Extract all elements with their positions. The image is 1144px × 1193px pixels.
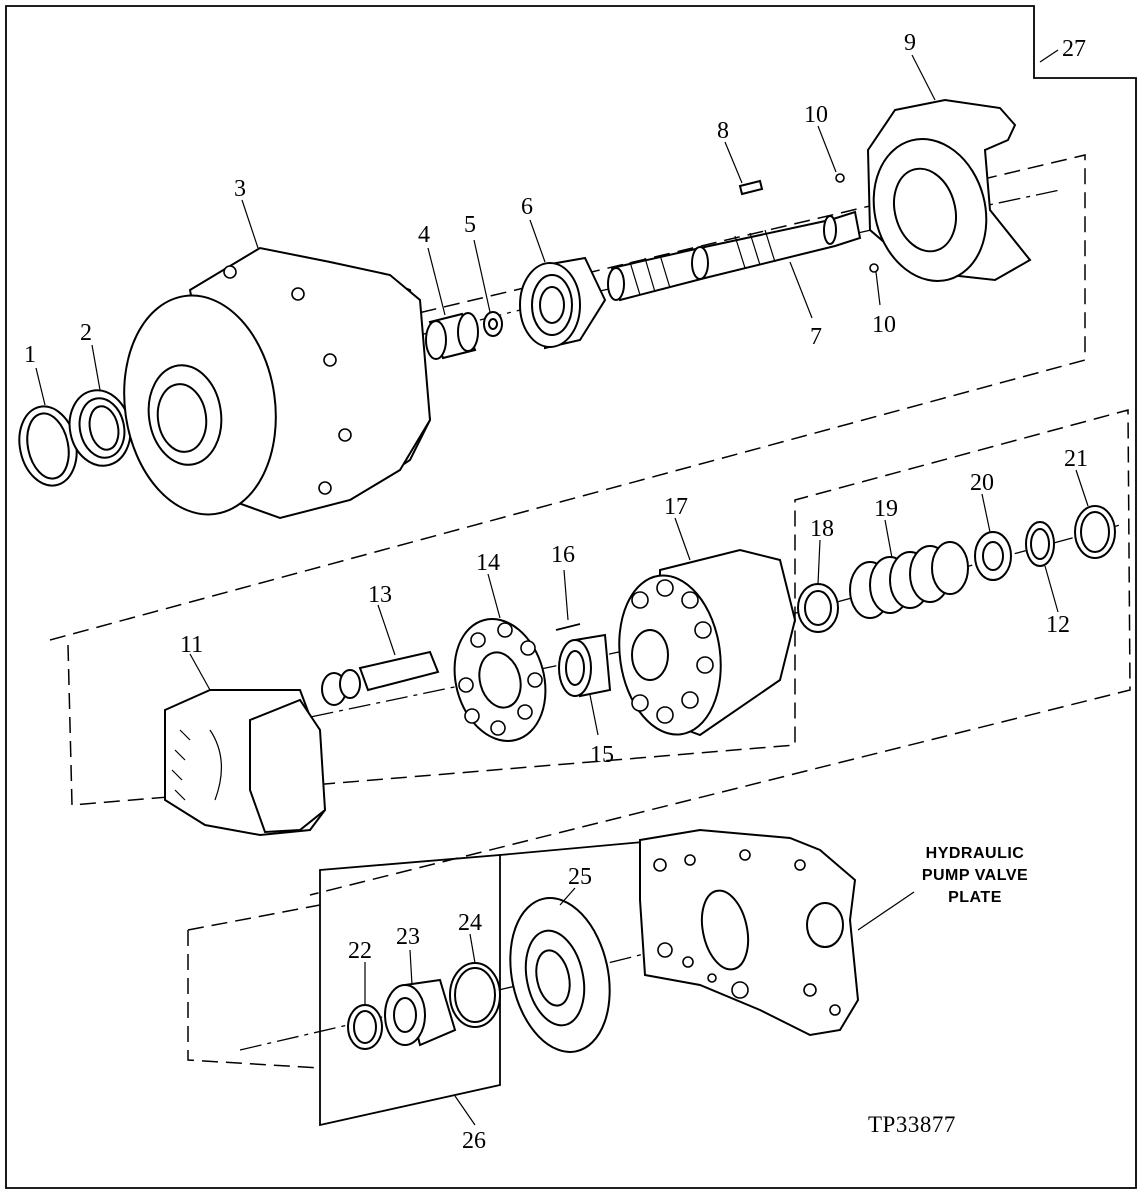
part-13-rod (321, 650, 440, 706)
part-14-retainer-plate (453, 618, 547, 742)
label-18: 18 (810, 516, 834, 542)
callout-line-3: PLATE (948, 889, 1002, 906)
label-12: 12 (1046, 612, 1070, 638)
outer-frame (5, 5, 1137, 1189)
hydraulic-pump-valve-plate (639, 828, 860, 1037)
part-15-ball-guide (558, 633, 612, 698)
part-4-bushing (425, 312, 479, 360)
leader-lines (35, 54, 1089, 1126)
label-1: 1 (24, 342, 36, 368)
group-b-dashed-box (67, 409, 1131, 896)
part-25-valve-plate (509, 897, 611, 1053)
part-9-swash-plate (866, 98, 1032, 282)
valve-plate-callout: HYDRAULIC PUMP VALVE PLATE (922, 845, 1028, 906)
label-24: 24 (458, 910, 482, 936)
label-4: 4 (418, 222, 430, 248)
part-17-cylinder-block (618, 548, 797, 737)
callout-line-1: HYDRAULIC (926, 845, 1025, 862)
callout-line-2: PUMP VALVE (922, 867, 1028, 884)
label-23: 23 (396, 924, 420, 950)
label-19: 19 (874, 496, 898, 522)
label-6: 6 (521, 194, 533, 220)
label-2: 2 (80, 320, 92, 346)
label-26: 26 (462, 1128, 486, 1154)
part-3-motor-housing (123, 246, 432, 520)
label-14: 14 (476, 550, 500, 576)
label-15: 15 (590, 742, 614, 768)
label-10-top: 10 (804, 102, 828, 128)
label-11: 11 (180, 632, 203, 658)
figure-id: TP33877 (868, 1112, 956, 1137)
part-labels: 27 1 2 3 4 5 6 7 8 9 10 10 11 12 13 14 1… (24, 30, 1088, 1154)
part-1-snap-ring (18, 405, 78, 487)
part-11-cradle (164, 689, 327, 837)
label-22: 22 (348, 938, 372, 964)
label-25: 25 (568, 864, 592, 890)
group-a-dashed-box (49, 154, 1086, 641)
label-8: 8 (717, 118, 729, 144)
label-7: 7 (810, 324, 822, 350)
part-8-pin (738, 179, 764, 196)
label-16: 16 (551, 542, 575, 568)
label-3: 3 (234, 176, 246, 202)
label-21: 21 (1064, 446, 1088, 472)
part-7-shaft (607, 210, 862, 302)
label-17: 17 (664, 494, 688, 520)
part-5-washer (483, 311, 503, 337)
part-10-dowel-pins (835, 173, 879, 273)
frame-label-27: 27 (1062, 36, 1086, 62)
part-2-seal (68, 389, 132, 467)
part-16-pin (555, 623, 581, 631)
part-23-bearing (384, 978, 457, 1047)
label-5: 5 (464, 212, 476, 238)
label-9: 9 (904, 30, 916, 56)
label-10-bottom: 10 (872, 312, 896, 338)
label-13: 13 (368, 582, 392, 608)
group-c-box-26 (319, 854, 501, 1127)
part-19-spring (849, 541, 969, 619)
label-20: 20 (970, 470, 994, 496)
part-6-bearing (519, 256, 607, 350)
